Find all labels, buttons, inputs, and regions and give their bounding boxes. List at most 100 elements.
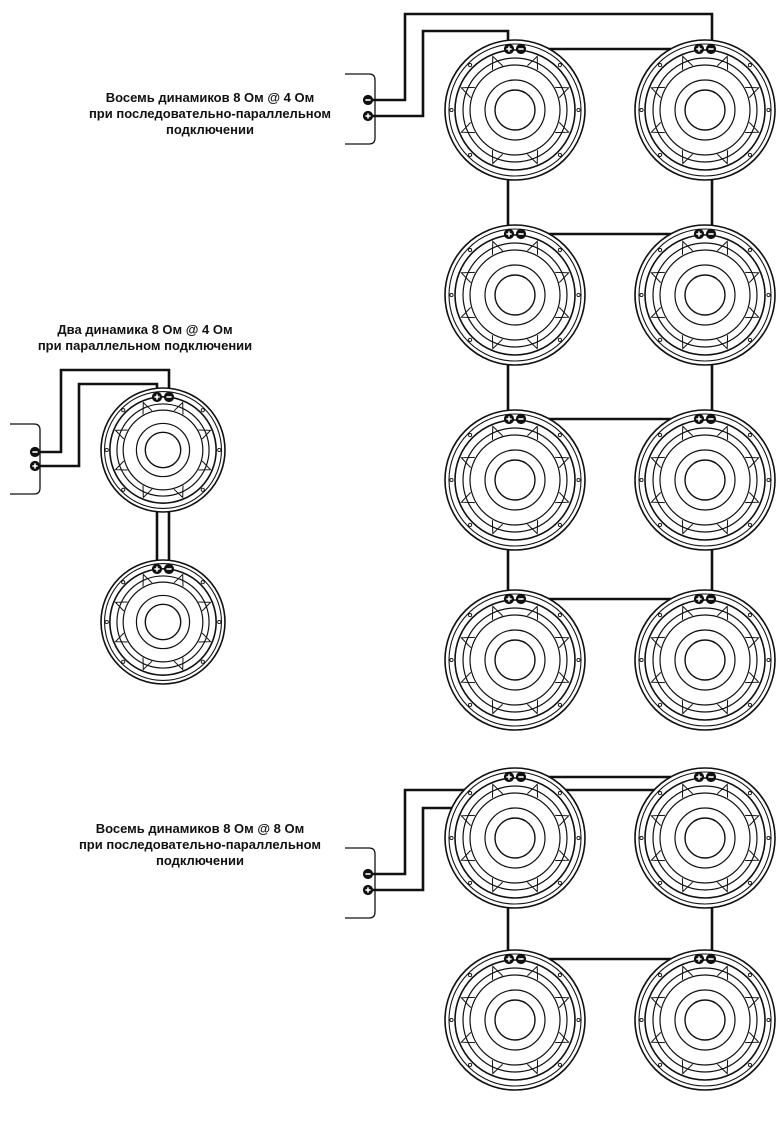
basket-spoke <box>491 520 503 535</box>
speaker <box>634 224 776 366</box>
basket-spoke <box>491 700 503 715</box>
mounting-hole <box>468 63 473 68</box>
basket-spoke <box>555 996 570 1008</box>
basket-spoke <box>114 429 128 440</box>
mounting-hole <box>557 433 562 438</box>
speaker-frame <box>444 589 586 731</box>
speaker-surround <box>454 234 576 356</box>
amp-minus-terminal <box>362 94 374 106</box>
amp-plus-terminal <box>362 884 374 896</box>
basket-spoke <box>555 492 570 504</box>
speaker <box>444 949 586 1091</box>
basket-spoke <box>460 850 475 862</box>
mounting-hole <box>658 152 663 157</box>
basket-spoke <box>681 783 693 798</box>
speaker-dust-cap <box>494 817 536 859</box>
basket-spoke <box>650 271 665 283</box>
label-eight-speakers-4ohm: Восемь динамиков 8 Ом @ 4 Ом при последо… <box>50 90 370 138</box>
speaker-frame <box>100 559 226 685</box>
speaker-surround <box>454 959 576 1081</box>
amplifier-output-bracket <box>345 73 376 145</box>
basket-spoke <box>527 965 539 980</box>
label-line: подключении <box>155 853 245 868</box>
speaker-frame <box>444 224 586 366</box>
basket-spoke <box>650 86 665 98</box>
plus-terminal <box>503 43 515 55</box>
speaker-cone <box>122 409 204 491</box>
basket-spoke <box>555 271 570 283</box>
basket-spoke <box>745 456 760 468</box>
plus-terminal <box>503 413 515 425</box>
label-line: Два динамика 8 Ом @ 4 Ом <box>57 322 233 337</box>
basket-spoke <box>491 878 503 893</box>
speaker-cone-inner <box>484 989 546 1051</box>
basket-spoke <box>173 485 184 499</box>
basket-spoke <box>745 996 760 1008</box>
speaker-frame <box>634 224 776 366</box>
speaker-cone-inner <box>674 989 736 1051</box>
basket-spoke <box>460 672 475 684</box>
mounting-hole <box>639 292 644 298</box>
basket-spoke <box>198 460 212 471</box>
speaker-frame-inner <box>638 43 772 177</box>
speaker-surround <box>109 568 217 676</box>
basket-spoke <box>555 1032 570 1044</box>
basket-spoke <box>114 601 128 612</box>
minus-terminal <box>705 43 717 55</box>
basket-spoke <box>681 878 693 893</box>
minus-terminal <box>163 391 175 403</box>
basket-spoke <box>142 657 153 671</box>
basket-spoke <box>491 150 503 165</box>
basket-spoke <box>717 1060 729 1075</box>
mounting-hole <box>121 580 126 585</box>
speaker-frame <box>444 39 586 181</box>
speaker-frame <box>444 949 586 1091</box>
speaker-frame-inner <box>448 413 582 547</box>
speaker-cone-edge <box>462 967 568 1073</box>
basket-spoke <box>527 425 539 440</box>
basket-spoke <box>460 636 475 648</box>
basket-spoke <box>198 429 212 440</box>
speaker-dust-cap <box>494 274 536 316</box>
basket-spoke <box>555 814 570 826</box>
basket-spoke <box>114 632 128 643</box>
mounting-hole <box>121 659 126 664</box>
speaker-frame-inner <box>448 771 582 905</box>
speaker-cone <box>659 792 751 884</box>
basket-spoke <box>491 55 503 70</box>
basket-spoke <box>527 240 539 255</box>
plus-terminal <box>693 228 705 240</box>
speaker-cone-edge <box>462 242 568 348</box>
label-line: Восемь динамиков 8 Ом @ 4 Ом <box>105 90 315 105</box>
mounting-hole <box>766 477 771 483</box>
basket-spoke <box>527 700 539 715</box>
speaker-dust-cap <box>684 639 726 681</box>
speaker-cone <box>122 581 204 663</box>
basket-spoke <box>650 814 665 826</box>
speaker-frame-inner <box>448 43 582 177</box>
basket-spoke <box>745 636 760 648</box>
speaker <box>444 589 586 731</box>
mounting-hole <box>766 657 771 663</box>
mounting-hole <box>557 702 562 707</box>
mounting-hole <box>104 447 109 453</box>
amplifier-output-bracket <box>345 847 376 919</box>
speaker-cone-inner <box>674 79 736 141</box>
basket-spoke <box>681 150 693 165</box>
speaker-surround <box>644 419 766 541</box>
minus-terminal <box>515 593 527 605</box>
mounting-hole <box>468 248 473 253</box>
basket-spoke <box>527 150 539 165</box>
speaker-dust-cap <box>684 459 726 501</box>
mounting-hole <box>747 880 752 885</box>
label-eight-speakers-8ohm: Восемь динамиков 8 Ом @ 8 Ом при последо… <box>40 821 360 869</box>
basket-spoke <box>491 783 503 798</box>
speaker-cone-inner <box>674 264 736 326</box>
mounting-hole <box>468 433 473 438</box>
basket-spoke <box>491 240 503 255</box>
basket-spoke <box>717 878 729 893</box>
minus-terminal <box>515 413 527 425</box>
mounting-hole <box>121 408 126 413</box>
basket-spoke <box>717 150 729 165</box>
mounting-hole <box>658 973 663 978</box>
